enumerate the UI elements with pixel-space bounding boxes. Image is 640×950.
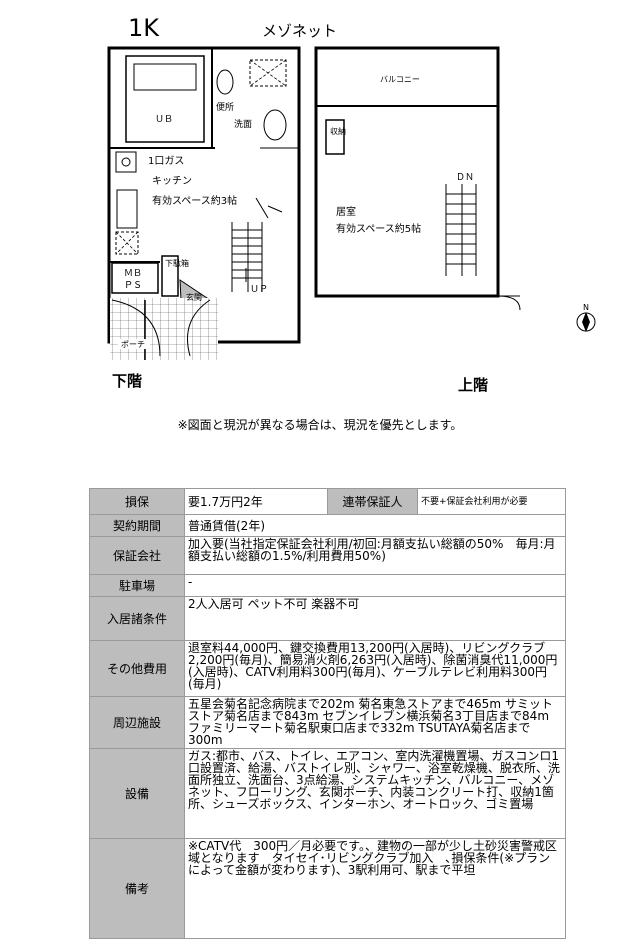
room-space-label: 有効スペース約5帖 xyxy=(336,222,421,235)
value-guarantor: 不要+保証会社利用が必要 xyxy=(417,488,566,515)
value-contract-period: 普通賃借(2年) xyxy=(184,514,566,537)
label-other-costs: その他費用 xyxy=(89,640,185,697)
table-row: 契約期間 普通賃借(2年) xyxy=(89,514,566,537)
table-row: 備考 ※CATV代 300円／月必要です。、建物の一部が少し土砂災害警戒区域とな… xyxy=(89,838,566,939)
table-row: 入居諸条件 2人入居可 ペット不可 楽器不可 xyxy=(89,596,566,641)
label-nearby: 周辺施設 xyxy=(89,696,185,749)
kitchen-space-label: 有効スペース約3帖 xyxy=(152,194,237,207)
up-label: ＵＰ xyxy=(250,285,268,295)
compass-icon: N xyxy=(576,303,596,332)
ub-label: ＵＢ xyxy=(155,115,173,125)
building-type: メゾネット xyxy=(262,22,338,40)
kitchen-gas-label: 1口ガス xyxy=(148,155,184,167)
label-guarantor: 連帯保証人 xyxy=(327,488,418,515)
value-other-costs: 退室料44,000円、鍵交換費用13,200円(入居時)、リビングクラブ2,20… xyxy=(184,640,566,697)
layout-type: 1K xyxy=(128,14,160,42)
label-guarantee-company: 保証会社 xyxy=(89,536,185,575)
compass-label: N xyxy=(583,303,589,312)
upper-floor xyxy=(314,46,521,311)
disclaimer-note: ※図面と現況が異なる場合は、現況を優先とします。 xyxy=(177,418,463,432)
label-insurance: 損保 xyxy=(89,488,185,515)
table-row: 設備 ガス:都市、バス、トイレ、エアコン、室内洗濯機置場、ガスコンロ1口設置済、… xyxy=(89,748,566,839)
floor-plan: N ＵＢ 便所 洗面 1口ガス キッチン 有効スペース約3帖 ＭＢ ＰＳ 下駄箱… xyxy=(107,46,596,360)
entrance-label: 玄関 xyxy=(186,292,202,302)
dn-label: ＤＮ xyxy=(456,173,474,183)
label-equipment: 設備 xyxy=(89,748,185,839)
label-conditions: 入居諸条件 xyxy=(89,596,185,641)
value-parking: - xyxy=(184,574,566,597)
balcony-label: バルコニー xyxy=(380,75,420,84)
toilet-label: 便所 xyxy=(216,101,234,113)
label-parking: 駐車場 xyxy=(89,574,185,597)
lower-floor-label: 下階 xyxy=(112,372,143,390)
table-row: 損保 要1.7万円2年 連帯保証人 不要+保証会社利用が必要 xyxy=(89,488,566,515)
shoebox-label: 下駄箱 xyxy=(165,258,189,268)
room-label: 居室 xyxy=(336,205,356,218)
value-equipment: ガス:都市、バス、トイレ、エアコン、室内洗濯機置場、ガスコンロ1口設置済、給湯、… xyxy=(184,748,566,839)
value-nearby: 五星会菊名記念病院まで202m 菊名東急ストアまで465m サミットストア菊名店… xyxy=(184,696,566,749)
label-remarks: 備考 xyxy=(89,838,185,939)
label-contract-period: 契約期間 xyxy=(89,514,185,537)
porch-label: ポーチ xyxy=(121,340,145,349)
storage-label: 収納 xyxy=(330,126,346,136)
lower-floor xyxy=(107,46,301,344)
table-row: その他費用 退室料44,000円、鍵交換費用13,200円(入居時)、リビングク… xyxy=(89,640,566,697)
kitchen-label: キッチン xyxy=(152,175,192,187)
ps-label: ＰＳ xyxy=(124,281,142,291)
upper-floor-label: 上階 xyxy=(458,376,489,394)
value-conditions: 2人入居可 ペット不可 楽器不可 xyxy=(184,596,566,641)
mb-label: ＭＢ xyxy=(124,269,142,279)
value-guarantee-company: 加入要(当社指定保証会社利用/初回:月額支払い総額の50% 毎月:月額支払い総額… xyxy=(184,536,566,575)
value-insurance: 要1.7万円2年 xyxy=(184,488,328,515)
washroom-label: 洗面 xyxy=(234,118,252,130)
table-row: 駐車場 - xyxy=(89,574,566,597)
value-remarks: ※CATV代 300円／月必要です。、建物の一部が少し土砂災害警戒区域となります… xyxy=(184,838,566,939)
table-row: 保証会社 加入要(当社指定保証会社利用/初回:月額支払い総額の50% 毎月:月額… xyxy=(89,536,566,575)
property-info-table: 損保 要1.7万円2年 連帯保証人 不要+保証会社利用が必要 契約期間 普通賃借… xyxy=(89,488,566,939)
table-row: 周辺施設 五星会菊名記念病院まで202m 菊名東急ストアまで465m サミットス… xyxy=(89,696,566,749)
